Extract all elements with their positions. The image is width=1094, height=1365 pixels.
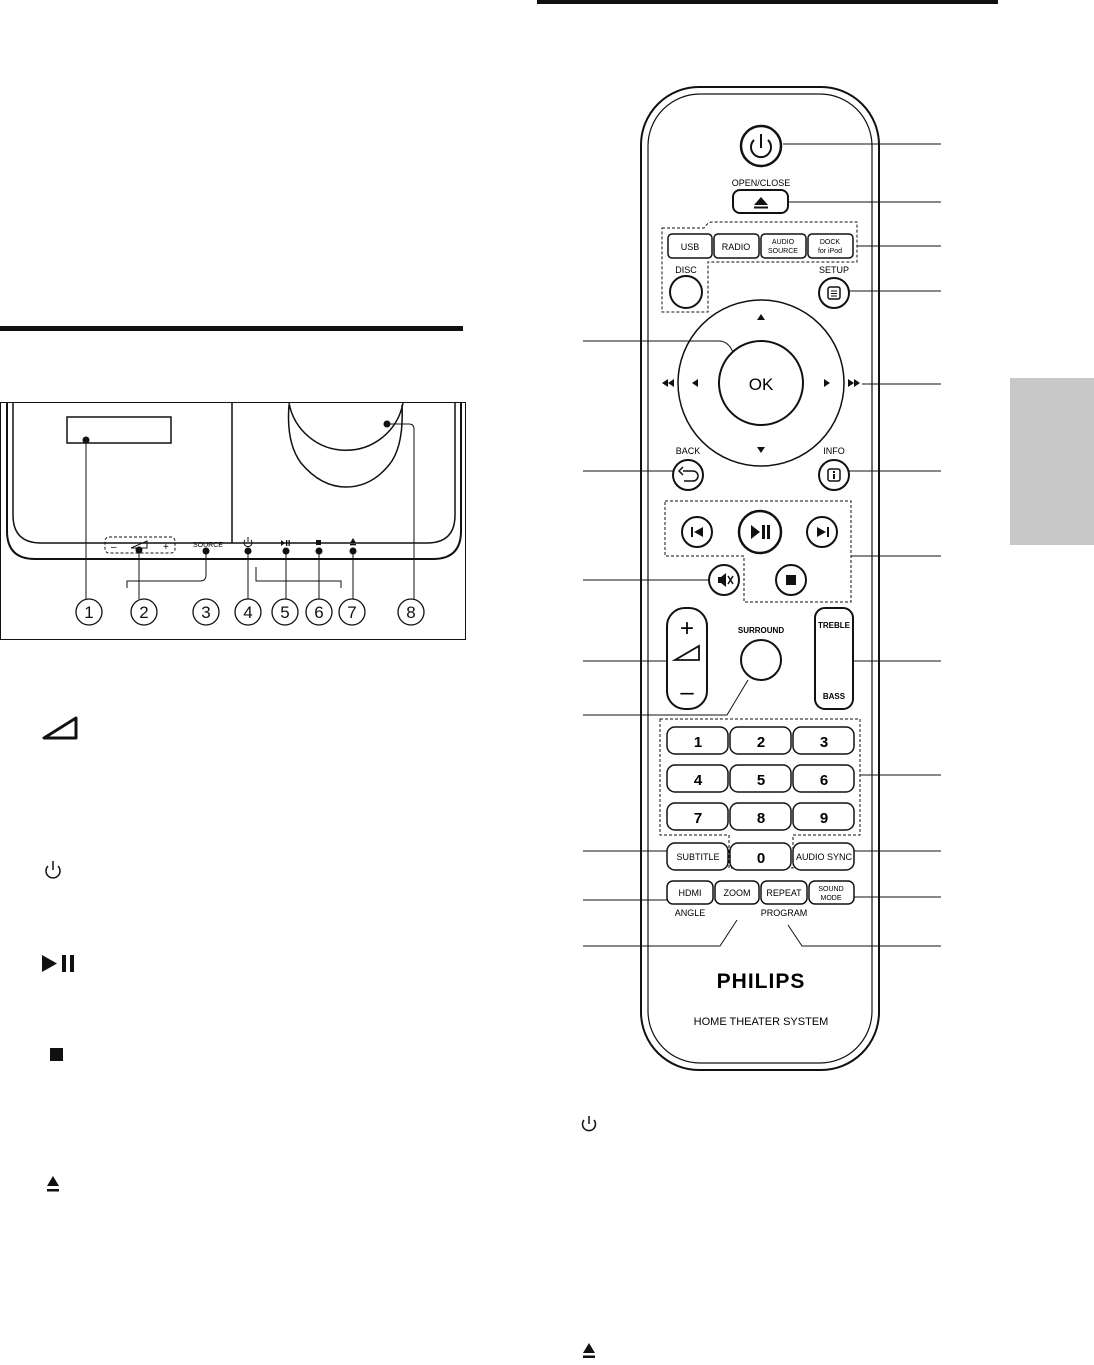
fp-stop-icon <box>316 540 321 545</box>
callout-8: 8 <box>406 603 415 622</box>
angle-label: ANGLE <box>675 908 706 918</box>
fp-eject-icon <box>350 538 356 545</box>
model-label: HOME THEATER SYSTEM <box>694 1016 829 1028</box>
info-button[interactable] <box>819 460 849 490</box>
power-icon <box>583 1116 596 1131</box>
back-button[interactable] <box>673 460 703 490</box>
callout-7: 7 <box>347 603 356 622</box>
vol-plus-label: + <box>680 615 694 642</box>
open-close-button[interactable] <box>733 190 788 213</box>
num-4-label: 4 <box>694 772 703 789</box>
num-7-label: 7 <box>694 810 702 827</box>
eject-icon <box>47 1176 59 1192</box>
stop-button[interactable] <box>776 565 806 595</box>
power-icon <box>46 861 60 878</box>
surround-button[interactable] <box>741 640 781 680</box>
open-close-label: OPEN/CLOSE <box>732 178 791 188</box>
chapter-tab <box>1010 378 1094 545</box>
fp-vol-plus: + <box>163 542 169 553</box>
num-3-label: 3 <box>820 734 828 751</box>
vol-minus-label: – <box>680 679 694 706</box>
mute-button[interactable] <box>709 565 739 595</box>
sound-label: SOUND <box>818 886 843 893</box>
setup-button[interactable] <box>819 278 849 308</box>
front-panel-figure: – + SOURCE 1 <box>0 402 466 640</box>
back-label: BACK <box>676 446 701 456</box>
ok-label: OK <box>749 375 774 394</box>
left-symbol-column <box>40 700 80 1200</box>
play-pause-icon <box>42 955 74 972</box>
subtitle-label: SUBTITLE <box>676 852 719 862</box>
radio-label: RADIO <box>722 242 751 252</box>
surround-label: SURROUND <box>738 626 784 635</box>
stop-icon <box>50 1048 63 1061</box>
remote-power-button[interactable] <box>741 126 781 166</box>
next-button[interactable] <box>807 517 837 547</box>
fp-power-icon <box>244 537 252 547</box>
disc-button[interactable] <box>670 276 702 308</box>
num-6-label: 6 <box>820 772 828 789</box>
audio-sync-label: AUDIO SYNC <box>796 852 853 862</box>
zoom-label: ZOOM <box>724 888 751 898</box>
repeat-label: REPEAT <box>766 888 802 898</box>
play-pause-button[interactable] <box>739 511 781 553</box>
setup-label: SETUP <box>819 265 849 275</box>
section-rule-left <box>0 326 463 331</box>
callout-3: 3 <box>201 603 210 622</box>
fast-forward-icon <box>848 379 860 387</box>
num-2-label: 2 <box>757 734 765 751</box>
treble-label: TREBLE <box>818 621 851 630</box>
volume-icon <box>44 718 76 738</box>
eject-icon <box>583 1343 595 1358</box>
front-panel-drawing: – + SOURCE 1 <box>1 403 467 641</box>
callout-5: 5 <box>280 603 289 622</box>
remote-control-figure: OPEN/CLOSE USB RADIO AUDIO SOURCE DOCK f… <box>570 80 990 1080</box>
source-label: SOURCE <box>768 248 798 255</box>
program-label: PROGRAM <box>761 908 808 918</box>
disc-label: DISC <box>675 265 697 275</box>
callout-6: 6 <box>314 603 323 622</box>
right-symbol-column <box>578 1110 608 1360</box>
num-8-label: 8 <box>757 810 765 827</box>
fp-source-label: SOURCE <box>193 542 223 549</box>
info-label: INFO <box>823 446 845 456</box>
num-1-label: 1 <box>694 734 702 751</box>
num-9-label: 9 <box>820 810 828 827</box>
for-ipod-label: for iPod <box>818 248 842 255</box>
fp-vol-minus: – <box>111 542 117 553</box>
num-0-label: 0 <box>757 850 765 867</box>
num-5-label: 5 <box>757 772 765 789</box>
dock-label: DOCK <box>820 239 841 246</box>
rewind-icon <box>662 379 674 387</box>
mode-label: MODE <box>821 895 842 902</box>
callout-2: 2 <box>139 603 148 622</box>
hdmi-label: HDMI <box>679 888 702 898</box>
brand-logo: PHILIPS <box>717 970 806 993</box>
callout-4: 4 <box>243 603 252 622</box>
section-rule-top-right <box>537 0 998 4</box>
bass-label: BASS <box>823 692 846 701</box>
callout-1: 1 <box>84 603 93 622</box>
usb-label: USB <box>681 242 700 252</box>
audio-label: AUDIO <box>772 239 795 246</box>
prev-button[interactable] <box>682 517 712 547</box>
